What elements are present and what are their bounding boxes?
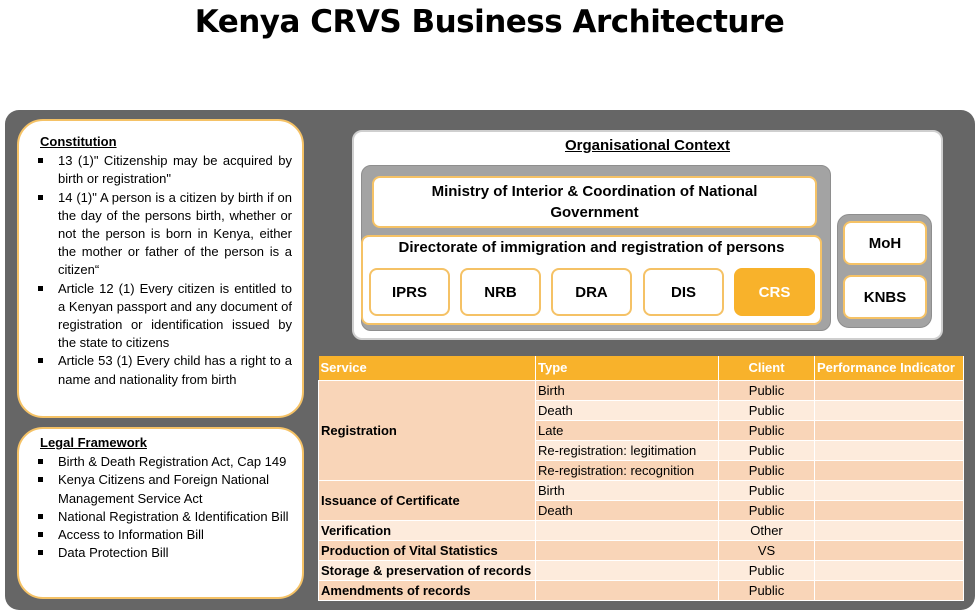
agency-ipr: IPRS bbox=[369, 268, 450, 316]
type-cell bbox=[535, 539, 719, 561]
type-cell: Late bbox=[535, 419, 719, 441]
table-row: Re-registration: legitimation Public bbox=[319, 439, 964, 461]
table-header-row: Service Type Client Performance Indicato… bbox=[318, 356, 964, 380]
indicator-cell bbox=[814, 499, 964, 521]
client-cell: Public bbox=[718, 459, 815, 481]
directorate-title: Directorate of immigration and registrat… bbox=[398, 239, 785, 256]
service-cell: Amendments of records bbox=[318, 579, 536, 601]
type-cell: Death bbox=[535, 499, 719, 521]
indicator-cell bbox=[814, 559, 964, 581]
agency-dis: DIS bbox=[643, 268, 724, 316]
indicator-cell bbox=[814, 399, 964, 421]
indicator-cell bbox=[814, 439, 964, 461]
legal-framework-item: Data Protection Bill bbox=[38, 544, 292, 562]
side-body-moh: MoH bbox=[843, 221, 927, 265]
constitution-item: 13 (1)" Citizenship may be acquired by b… bbox=[38, 152, 292, 188]
table-row: Death Public bbox=[319, 499, 964, 521]
org-context-title: Organisational Context bbox=[564, 137, 731, 154]
ministry-box: Ministry of Interior & Coordination of N… bbox=[372, 176, 817, 228]
client-cell: Public bbox=[718, 379, 815, 401]
service-cell: Verification bbox=[318, 519, 536, 541]
service-cell: Issuance of Certificate bbox=[318, 479, 536, 521]
indicator-cell bbox=[814, 519, 964, 541]
constitution-box: Constitution 13 (1)" Citizenship may be … bbox=[17, 119, 304, 418]
page-title: Kenya CRVS Business Architecture bbox=[194, 4, 785, 40]
column-header: Client bbox=[718, 356, 815, 380]
table-row: Amendments of records Public bbox=[318, 579, 964, 601]
legal-framework-list: Birth & Death Registration Act, Cap 149 … bbox=[38, 453, 292, 562]
indicator-cell bbox=[814, 419, 964, 441]
service-cell: Registration bbox=[318, 379, 536, 481]
type-cell: Birth bbox=[535, 379, 719, 401]
client-cell: Public bbox=[718, 579, 815, 601]
table-row: Re-registration: recognition Public bbox=[319, 459, 964, 481]
table-row: Issuance of Certificate Birth Public bbox=[318, 479, 964, 521]
client-cell: Public bbox=[718, 479, 815, 501]
column-header: Performance Indicator bbox=[814, 356, 964, 380]
type-cell bbox=[535, 579, 719, 601]
agency-nrb: NRB bbox=[460, 268, 541, 316]
legal-framework-heading: Legal Framework bbox=[40, 435, 147, 450]
type-cell: Re-registration: recognition bbox=[535, 459, 719, 481]
type-cell: Re-registration: legitimation bbox=[535, 439, 719, 461]
indicator-cell bbox=[814, 539, 964, 561]
type-cell: Birth bbox=[535, 479, 719, 501]
constitution-item: 14 (1)" A person is a citizen by birth i… bbox=[38, 189, 292, 280]
client-cell: Public bbox=[718, 499, 815, 521]
table-row: Registration Birth Public bbox=[318, 379, 964, 481]
agency-crs: CRS bbox=[734, 268, 815, 316]
services-table: Service Type Client Performance Indicato… bbox=[318, 356, 964, 601]
constitution-item: Article 12 (1) Every citizen is entitled… bbox=[38, 280, 292, 353]
client-cell: Other bbox=[718, 519, 815, 541]
legal-framework-item: National Registration & Identification B… bbox=[38, 508, 292, 526]
client-cell: Public bbox=[718, 399, 815, 421]
table-row: Verification Other bbox=[318, 519, 964, 541]
table-row: Storage & preservation of records Public bbox=[318, 559, 964, 581]
indicator-cell bbox=[814, 459, 964, 481]
legal-framework-item: Kenya Citizens and Foreign National Mana… bbox=[38, 471, 292, 507]
client-cell: Public bbox=[718, 439, 815, 461]
column-header: Type bbox=[535, 356, 719, 380]
type-cell bbox=[535, 519, 719, 541]
client-cell: Public bbox=[718, 419, 815, 441]
side-body-knbs: KNBS bbox=[843, 275, 927, 319]
type-cell: Death bbox=[535, 399, 719, 421]
table-row: Late Public bbox=[319, 419, 964, 441]
type-cell bbox=[535, 559, 719, 581]
column-header: Service bbox=[318, 356, 536, 380]
indicator-cell bbox=[814, 479, 964, 501]
indicator-cell bbox=[814, 379, 964, 401]
legal-framework-box: Legal Framework Birth & Death Registrati… bbox=[17, 427, 304, 599]
indicator-cell bbox=[814, 579, 964, 601]
constitution-item: Article 53 (1) Every child has a right t… bbox=[38, 352, 292, 388]
service-cell: Production of Vital Statistics bbox=[318, 539, 536, 561]
constitution-list: 13 (1)" Citizenship may be acquired by b… bbox=[38, 152, 292, 389]
client-cell: VS bbox=[718, 539, 815, 561]
legal-framework-item: Access to Information Bill bbox=[38, 526, 292, 544]
service-cell: Storage & preservation of records bbox=[318, 559, 536, 581]
constitution-heading: Constitution bbox=[40, 134, 117, 149]
agency-dra: DRA bbox=[551, 268, 632, 316]
client-cell: Public bbox=[718, 559, 815, 581]
table-row: Production of Vital Statistics VS bbox=[318, 539, 964, 561]
legal-framework-item: Birth & Death Registration Act, Cap 149 bbox=[38, 453, 292, 471]
